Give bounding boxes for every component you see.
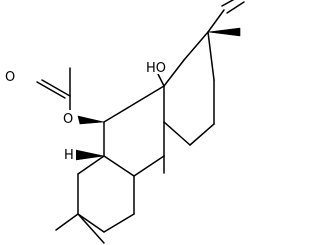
vinyl-terminal-bond-1 <box>226 1 245 14</box>
ring-b <box>103 85 165 177</box>
ring-c-bond-1 <box>183 31 209 61</box>
vinyl-group <box>207 0 245 33</box>
ring-c-bond-7 <box>207 31 215 81</box>
ring-c-bond-5 <box>189 123 215 146</box>
ring-b-bond-1 <box>133 85 165 105</box>
acetoxy-wedge <box>77 115 105 125</box>
molecule-structure: HO O O H <box>4 0 245 244</box>
ring-c-bond-4 <box>163 121 191 146</box>
ester-oxygen-label: O <box>63 112 73 127</box>
bridgehead-hydrogen-label: H <box>64 148 74 163</box>
ring-a <box>77 155 135 233</box>
carbonyl-bond-2 <box>36 81 66 99</box>
carbonyl-oxygen-label: O <box>5 70 15 85</box>
acetoxy-group <box>36 67 105 125</box>
ring-b-bond-2 <box>103 103 135 123</box>
ring-a-bond-4 <box>103 213 135 233</box>
hydroxyl-label: HO <box>146 61 166 76</box>
carbonyl-oxygen-label-bg <box>4 68 18 84</box>
methyl-bond-gem-2 <box>77 213 105 244</box>
vinyl-bond <box>207 9 225 33</box>
bridgehead-hydrogen-label-bg <box>63 146 76 162</box>
ring-c-bond-2 <box>163 59 185 87</box>
vinyl-terminal-bond-2 <box>221 0 235 7</box>
ester-oxygen-label-bg <box>62 110 76 126</box>
methyl-bond-gem-1 <box>55 213 79 231</box>
ring-a-bond-1 <box>77 155 105 175</box>
ring-a-bond-3 <box>77 213 105 233</box>
methyl-bonds <box>55 155 165 244</box>
ring-b-bond-4 <box>103 155 135 177</box>
carbonyl-bond-1 <box>41 79 71 97</box>
ring-b-bond-5 <box>133 155 165 177</box>
hydroxyl-label-bg <box>145 58 169 74</box>
ring-c <box>163 31 215 146</box>
methyl-wedge-top <box>207 27 241 37</box>
